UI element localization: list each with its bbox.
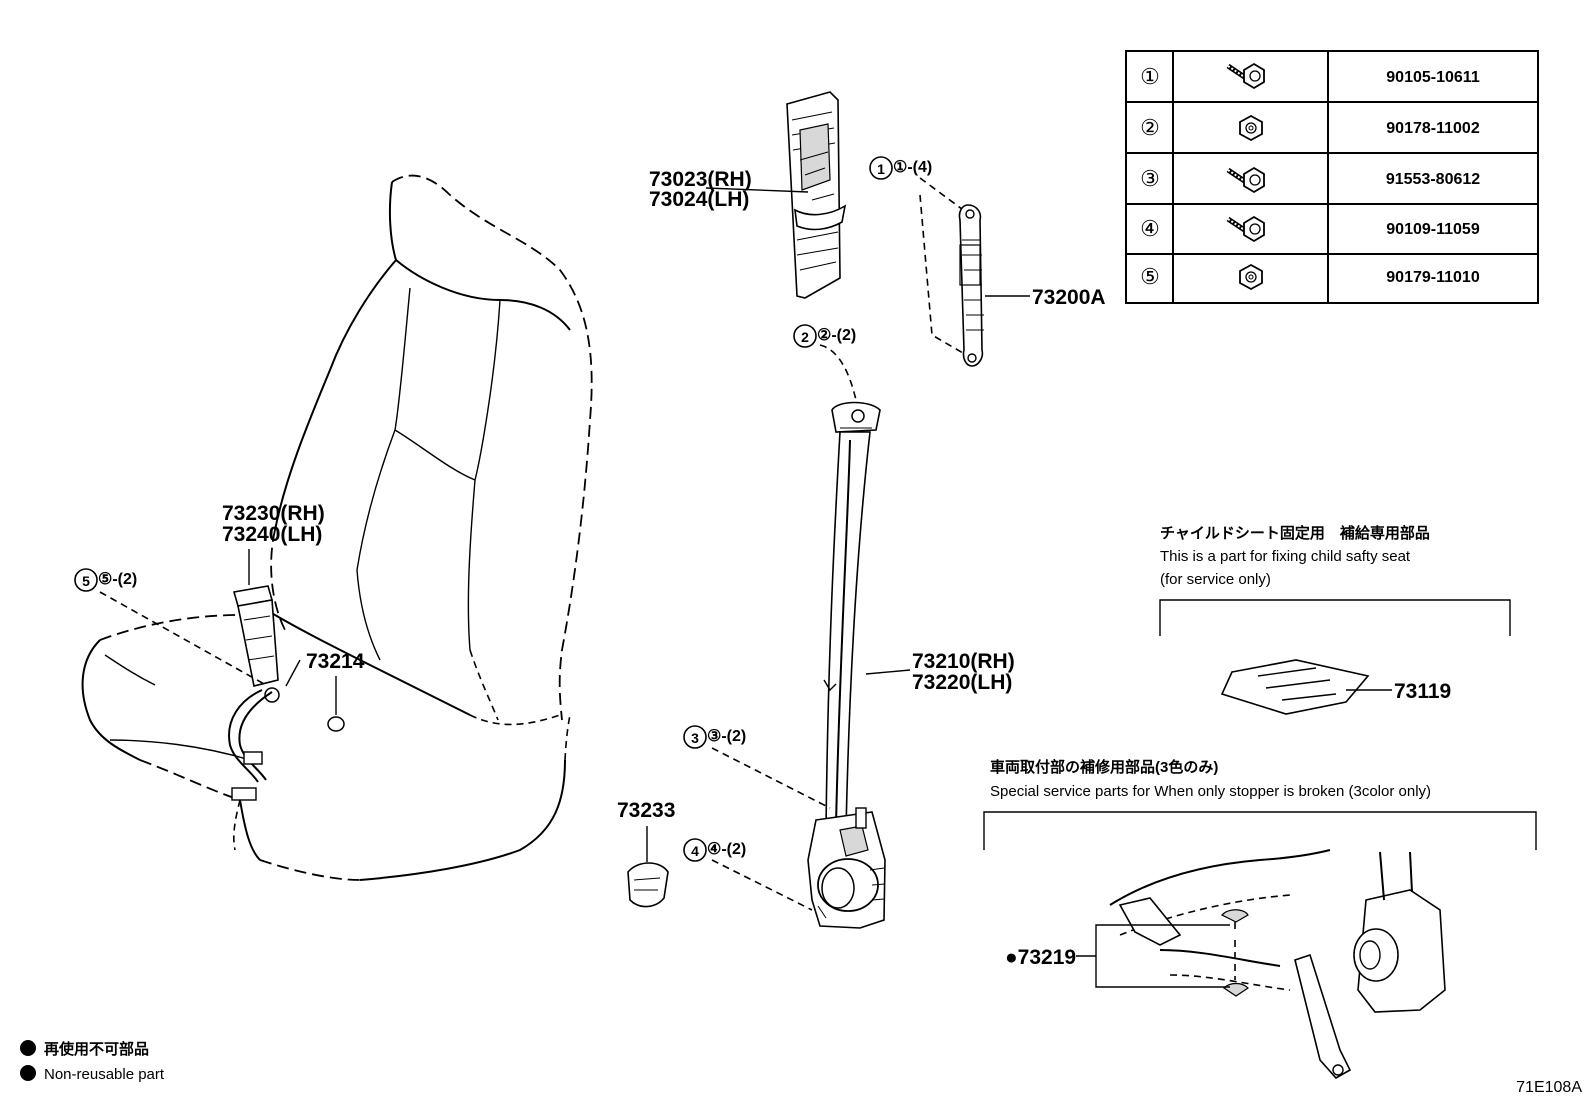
- child-seat-plate: [1220, 659, 1392, 715]
- retractor-cover: [627, 862, 669, 908]
- part-label-73200a: 73200A: [1032, 286, 1106, 309]
- part-label-73233: 73233: [617, 799, 675, 822]
- svg-text:5: 5: [82, 573, 90, 589]
- seat-outline: [81, 174, 593, 881]
- svg-text:3: 3: [691, 730, 699, 746]
- part-number: 90105-10611: [1386, 69, 1480, 86]
- bullet-icon: [20, 1040, 36, 1056]
- fastener-callout-4: ④-(2): [707, 841, 746, 858]
- part-label-73210: 73210(RH): [912, 650, 1015, 673]
- row-index: ②: [1140, 115, 1160, 140]
- fastener-callout-2: ②-(2): [817, 327, 856, 344]
- part-label-73220: 73220(LH): [912, 671, 1012, 694]
- seat-belt-assembly: 2 ②-(2): [793, 324, 911, 929]
- stopper-note-en: Special service parts for When only stop…: [990, 783, 1431, 800]
- part-number: 90179-11010: [1386, 269, 1480, 286]
- pillar-garnish: [705, 91, 847, 299]
- part-label-73024: 73024(LH): [649, 188, 749, 211]
- table-row: ① 90105-10611: [1140, 62, 1480, 90]
- row-index: ④: [1140, 216, 1160, 241]
- fastener-callout-5: ⑤-(2): [98, 571, 137, 588]
- figure-id: 71E108A: [1516, 1079, 1582, 1096]
- row-index: ③: [1140, 166, 1160, 191]
- svg-text:4: 4: [691, 843, 699, 859]
- fastener-callout-1: ①-(4): [893, 159, 932, 176]
- part-label-73240: 73240(LH): [222, 523, 322, 546]
- part-number: 90178-11002: [1386, 120, 1480, 137]
- svg-text:1: 1: [877, 161, 885, 177]
- row-index: ①: [1140, 64, 1160, 89]
- part-label-73214: 73214: [306, 650, 365, 673]
- cap-part: [327, 716, 345, 732]
- table-row: ③ 91553-80612: [1140, 166, 1480, 194]
- table-row: ⑤ 90179-11010: [1140, 263, 1480, 291]
- bolt-icon: [1226, 166, 1265, 194]
- bolt-icon: [1226, 215, 1265, 243]
- part-label-73119: 73119: [1394, 680, 1451, 703]
- fastener-callout-3: ③-(2): [707, 728, 746, 745]
- fastener-table: ① 90105-10611 ② 90178-11002 ③: [1125, 50, 1539, 304]
- nut-icon: [1239, 263, 1263, 291]
- seat-belt-buckle: [228, 585, 280, 801]
- part-number: 90109-11059: [1386, 221, 1480, 238]
- belt-height-adjuster: 1 ①-(4): [869, 156, 1030, 367]
- part-label-73023: 73023(RH): [649, 168, 752, 191]
- svg-text:2: 2: [801, 329, 809, 345]
- table-row: ④ 90109-11059: [1140, 215, 1480, 243]
- bullet-icon: [20, 1065, 36, 1081]
- stopper-note-jp: 車両取付部の補修用部品(3色のみ): [990, 758, 1218, 776]
- part-label-73230: 73230(RH): [222, 502, 325, 525]
- nut-icon: [1239, 114, 1263, 142]
- child-seat-note-en: This is a part for fixing child safty se…: [1160, 548, 1411, 565]
- stopper-detail: [1109, 849, 1446, 1080]
- legend: 再使用不可部品 Non-reusable part: [20, 1040, 165, 1083]
- table-row: ② 90178-11002: [1140, 114, 1480, 142]
- child-seat-note-service: (for service only): [1160, 571, 1271, 588]
- row-index: ⑤: [1140, 264, 1160, 289]
- part-label-73219: ●73219: [1005, 946, 1076, 969]
- part-number: 91553-80612: [1386, 171, 1480, 188]
- legend-en: Non-reusable part: [44, 1066, 165, 1083]
- child-seat-note-jp: チャイルドシート固定用 補給専用部品: [1160, 524, 1430, 542]
- legend-jp: 再使用不可部品: [44, 1040, 149, 1058]
- bolt-icon: [1226, 62, 1265, 90]
